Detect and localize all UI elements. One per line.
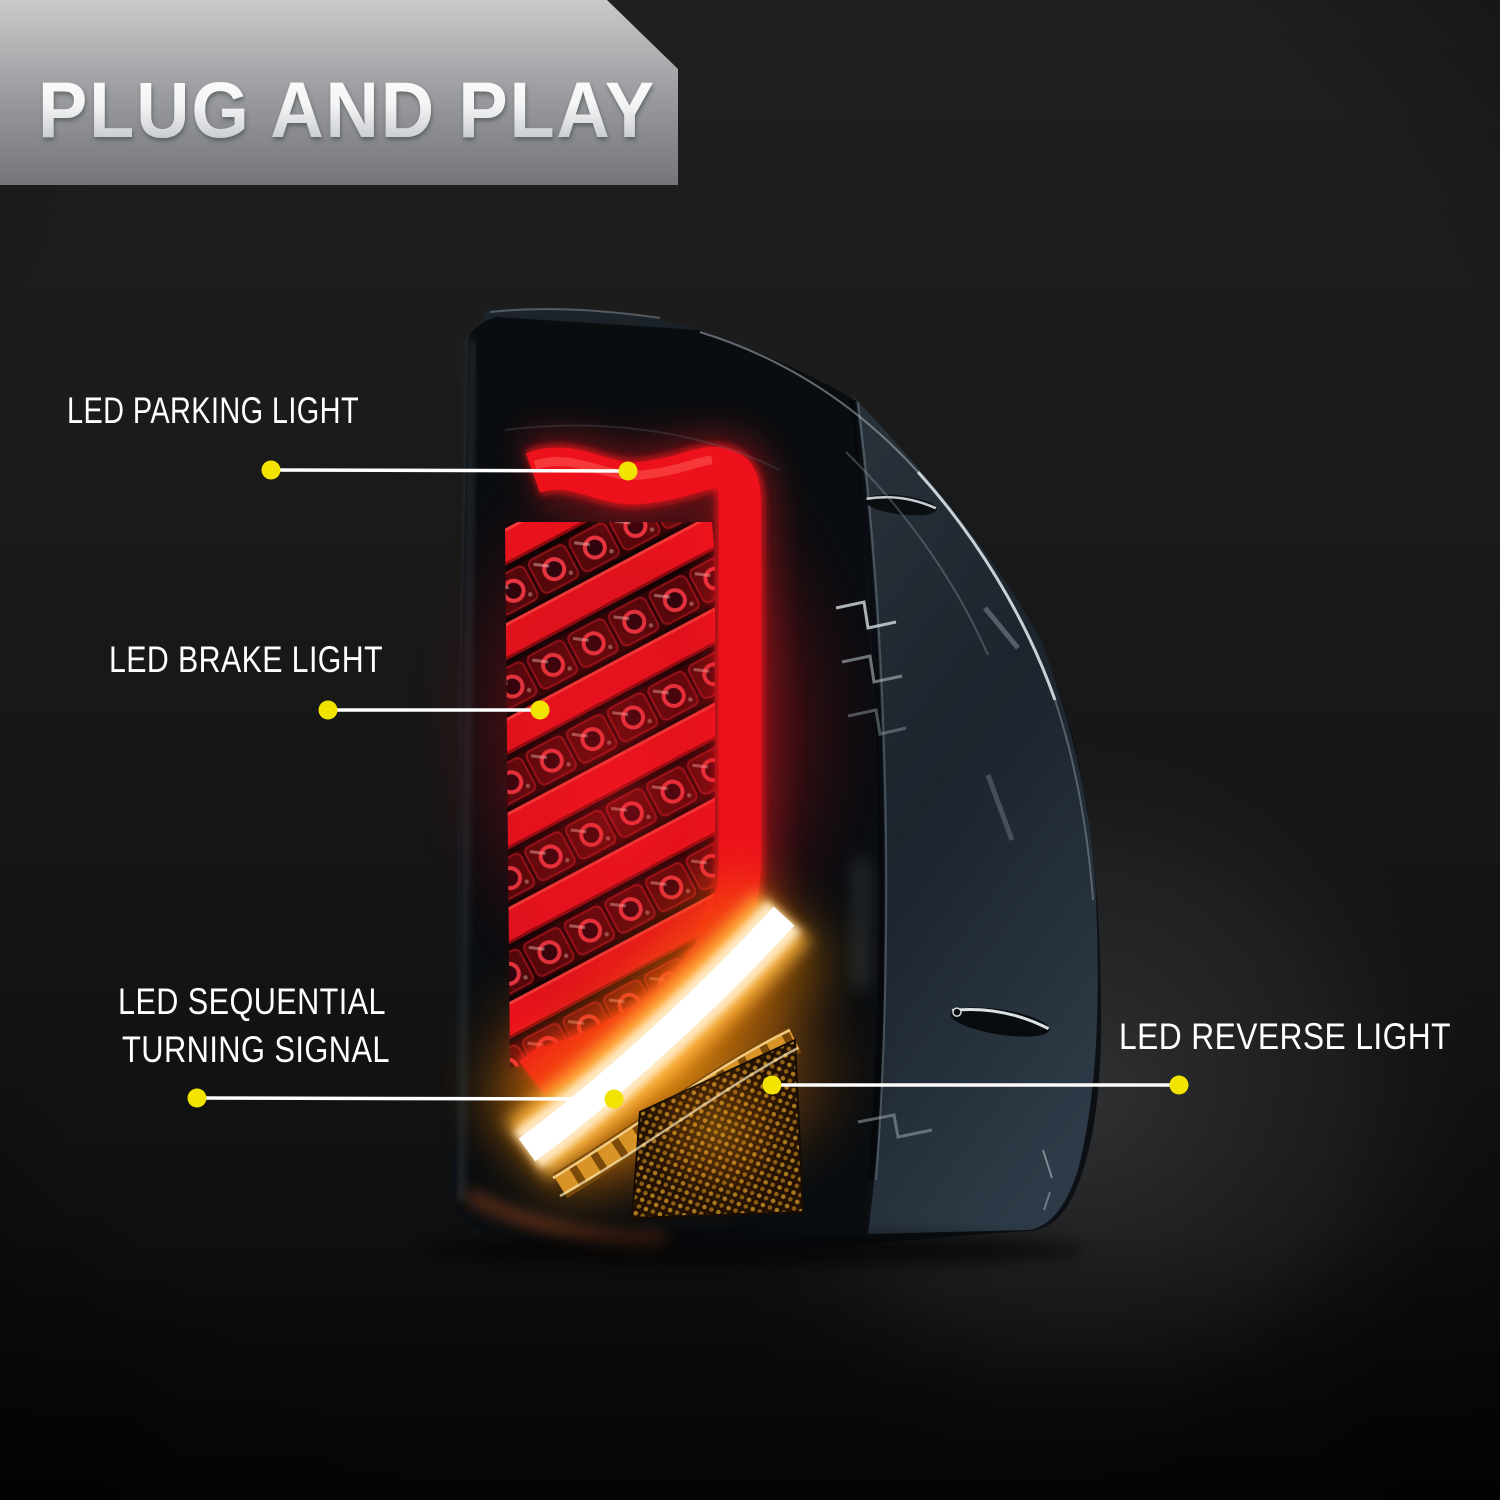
brake-dot-label-end xyxy=(318,700,338,720)
parking-label: LED PARKING LIGHT xyxy=(67,390,359,431)
parking-line xyxy=(270,468,629,473)
reverse-dot-label-end xyxy=(1169,1075,1189,1095)
callout-brake: LED BRAKE LIGHT xyxy=(109,639,550,720)
turn-line xyxy=(196,1096,615,1101)
turn-dot-target xyxy=(604,1089,624,1109)
banner-title: PLUG AND PLAY xyxy=(38,65,656,154)
banner-shape xyxy=(0,0,678,185)
turn-dot-label-end xyxy=(187,1088,207,1108)
callout-parking: LED PARKING LIGHT xyxy=(67,390,638,481)
banner: PLUG AND PLAY xyxy=(0,0,678,185)
reverse-label: LED REVERSE LIGHT xyxy=(1119,1016,1451,1057)
brake-dot-target xyxy=(530,700,550,720)
turn-label-line2: TURNING SIGNAL xyxy=(122,1029,390,1070)
callout-turn-signal: LED SEQUENTIAL TURNING SIGNAL xyxy=(118,981,624,1109)
parking-dot-target xyxy=(618,461,638,481)
turn-label-line1: LED SEQUENTIAL xyxy=(118,981,386,1022)
reverse-dot-target xyxy=(762,1075,782,1095)
brake-label: LED BRAKE LIGHT xyxy=(109,639,383,680)
callout-reverse: LED REVERSE LIGHT xyxy=(762,1016,1451,1095)
parking-dot-label-end xyxy=(261,460,281,480)
